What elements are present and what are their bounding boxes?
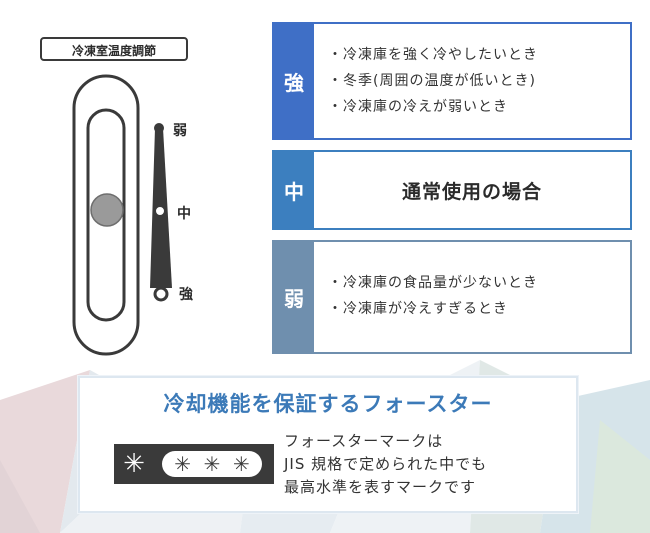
dial-label-mid: 中 [177, 206, 191, 222]
list-item: ・冷凍庫が冷えすぎるとき [328, 301, 508, 317]
setting-strong-badge: 強 [274, 24, 314, 138]
setting-mid: 中 通常使用の場合 [272, 150, 632, 230]
list-item: ・冷凍庫を強く冷やしたいとき [328, 47, 538, 63]
list-item: ・冬季(周囲の温度が低いとき) [328, 73, 536, 89]
setting-mid-text: 通常使用の場合 [401, 180, 542, 203]
star-icon: ✳ [232, 452, 250, 476]
setting-strong: 強 ・冷凍庫を強く冷やしたいとき ・冬季(周囲の温度が低いとき) ・冷凍庫の冷え… [272, 22, 632, 140]
setting-weak: 弱 ・冷凍庫の食品量が少ないとき ・冷凍庫が冷えすぎるとき [272, 240, 632, 354]
list-item: ・冷凍庫の冷えが弱いとき [328, 99, 508, 115]
setting-weak-list: ・冷凍庫の食品量が少ないとき ・冷凍庫が冷えすぎるとき [314, 242, 630, 352]
small-stars: ✳ ✳ ✳ [162, 451, 262, 477]
description-line: フォースターマークは [284, 432, 444, 450]
star-icon: ✳ [174, 452, 192, 476]
setting-mid-badge: 中 [274, 152, 314, 228]
forster-title: 冷却機能を保証するフォースター [163, 392, 493, 416]
forster-description: フォースターマークは JIS 規格で定められた中でも 最高水準を表すマークです [284, 430, 564, 499]
setting-strong-list: ・冷凍庫を強く冷やしたいとき ・冬季(周囲の温度が低いとき) ・冷凍庫の冷えが弱… [314, 24, 630, 138]
setting-weak-badge: 弱 [274, 242, 314, 352]
dial-label-strong: 強 [179, 287, 193, 303]
description-line: 最高水準を表すマークです [284, 478, 477, 496]
temperature-dial-illustration [72, 74, 172, 356]
description-line: JIS 規格で定められた中でも [284, 455, 488, 473]
dial-label-weak: 弱 [173, 123, 187, 139]
four-star-mark: ✳ ✳ ✳ ✳ [114, 444, 274, 484]
dial-title: 冷凍室温度調節 [40, 37, 188, 61]
forster-panel: 冷却機能を保証するフォースター ✳ ✳ ✳ ✳ フォースターマークは JIS 規… [78, 376, 578, 513]
list-item: ・冷凍庫の食品量が少ないとき [328, 275, 538, 291]
star-icon: ✳ [203, 452, 221, 476]
big-star-icon: ✳ [123, 449, 145, 479]
